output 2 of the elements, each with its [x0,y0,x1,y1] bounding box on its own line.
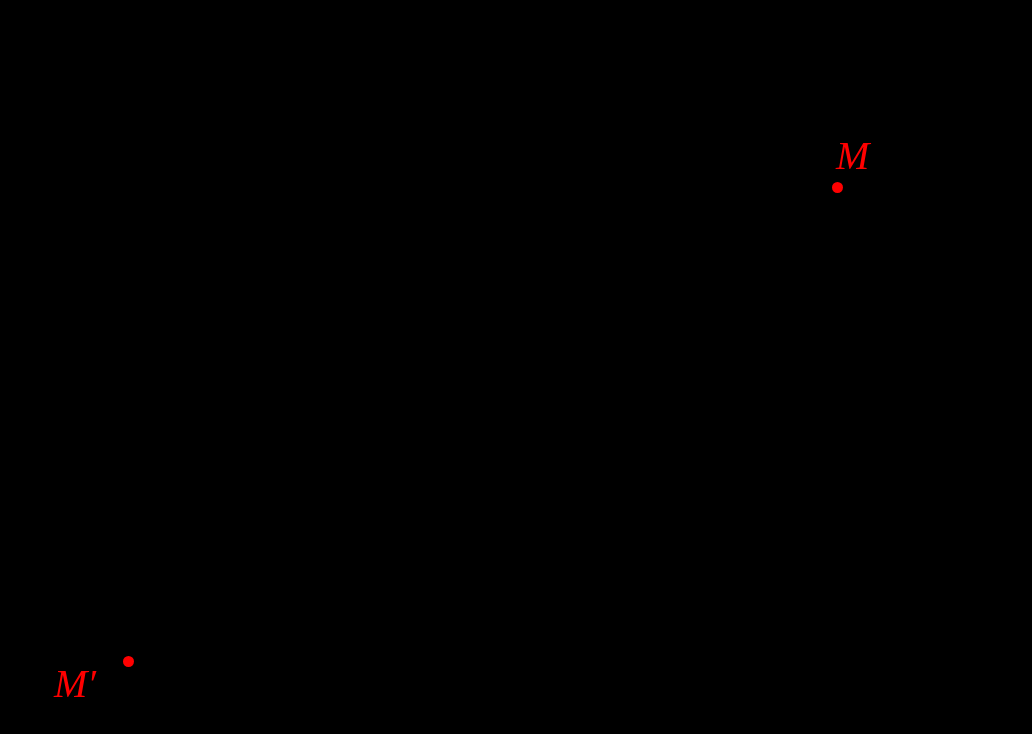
point-label: M [836,136,870,176]
point-label: M′ [54,664,97,704]
